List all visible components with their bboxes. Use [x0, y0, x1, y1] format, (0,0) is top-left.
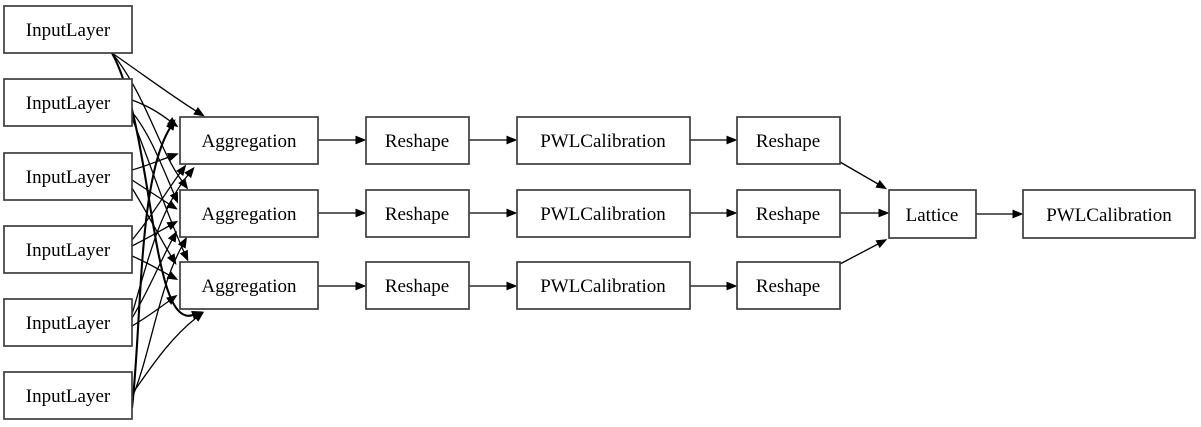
node-reshape-in-2-box	[365, 189, 470, 238]
edge-input5-aggregation2	[131, 230, 178, 319]
node-reshape-out-3-label: Reshape	[756, 276, 820, 297]
edge-input4-aggregation3	[131, 255, 179, 281]
node-reshape-out-3-box	[736, 261, 841, 310]
node-input-3-box	[3, 152, 133, 201]
node-aggregation-1-label: Aggregation	[202, 131, 297, 152]
node-reshape-out-2-box	[736, 189, 841, 238]
node-reshape-out-2: Reshape	[736, 189, 841, 238]
node-input-6-box	[3, 371, 133, 420]
node-reshape-out-1-label: Reshape	[756, 131, 820, 152]
edge-input2-aggregation3	[131, 117, 189, 262]
node-pwl-calibration-2: PWLCalibration	[516, 189, 691, 238]
edges-input-to-aggregation	[111, 52, 205, 409]
edge-input6-aggregation1	[130, 119, 176, 409]
node-pwl-calibration-1-box	[516, 116, 691, 165]
node-reshape-out-1-box	[736, 116, 841, 165]
node-lattice-box	[888, 189, 977, 239]
node-input-5: InputLayer	[3, 298, 133, 347]
node-input-4-label: InputLayer	[26, 240, 111, 261]
edge-input1-aggregation1	[111, 52, 205, 117]
node-input-4-box	[3, 225, 133, 274]
edge-input3-aggregation3	[131, 187, 177, 265]
node-aggregation-1: Aggregation	[179, 116, 319, 165]
edge-reshapeout1-lattice	[839, 161, 888, 190]
node-reshape-in-3-box	[365, 261, 470, 310]
edge-input5-aggregation3	[131, 294, 178, 327]
node-input-2-box	[3, 78, 133, 127]
node-input-2-label: InputLayer	[26, 93, 111, 114]
node-aggregation-3-label: Aggregation	[202, 276, 297, 297]
node-input-6-label: InputLayer	[26, 386, 111, 407]
node-reshape-out-1: Reshape	[736, 116, 841, 165]
node-reshape-in-1: Reshape	[365, 116, 470, 165]
node-input-1: InputLayer	[3, 5, 133, 54]
node-pwl-calibration-2-box	[516, 189, 691, 238]
node-input-4: InputLayer	[3, 225, 133, 274]
node-input-1-box	[3, 5, 133, 54]
edge-input6-aggregation3	[131, 311, 205, 395]
node-input-3: InputLayer	[3, 152, 133, 201]
node-pwl-calibration-2-label: PWLCalibration	[540, 204, 666, 225]
node-reshape-in-1-box	[365, 116, 470, 165]
node-aggregation-2: Aggregation	[179, 189, 319, 238]
node-pwl-calibration-output-box	[1022, 189, 1196, 239]
node-reshape-in-3-label: Reshape	[385, 276, 449, 297]
edge-input2-aggregation2	[131, 111, 179, 204]
node-input-2: InputLayer	[3, 78, 133, 127]
node-lattice: Lattice	[888, 189, 977, 239]
node-input-5-box	[3, 298, 133, 347]
node-pwl-calibration-1: PWLCalibration	[516, 116, 691, 165]
node-reshape-in-1-label: Reshape	[385, 131, 449, 152]
node-pwl-calibration-3-label: PWLCalibration	[540, 276, 666, 297]
edge-input1-aggregation2	[111, 52, 189, 190]
node-pwl-calibration-3: PWLCalibration	[516, 261, 691, 310]
edge-reshapeout3-lattice	[839, 239, 888, 265]
node-pwl-calibration-output-label: PWLCalibration	[1046, 205, 1172, 226]
node-input-5-label: InputLayer	[26, 313, 111, 334]
edge-input2-aggregation1	[131, 99, 179, 128]
edge-input3-aggregation2	[131, 179, 178, 210]
node-reshape-out-3: Reshape	[736, 261, 841, 310]
node-lattice-label: Lattice	[906, 205, 959, 226]
edge-input4-aggregation2	[131, 220, 179, 247]
node-aggregation-2-box	[179, 189, 319, 238]
edge-input3-aggregation1	[131, 153, 179, 171]
node-aggregation-3: Aggregation	[179, 261, 319, 310]
node-aggregation-2-label: Aggregation	[202, 204, 297, 225]
node-aggregation-3-box	[179, 261, 319, 310]
node-pwl-calibration-1-label: PWLCalibration	[540, 131, 666, 152]
node-pwl-calibration-output: PWLCalibration	[1022, 189, 1196, 239]
node-reshape-in-2: Reshape	[365, 189, 470, 238]
node-reshape-out-2-label: Reshape	[756, 204, 820, 225]
node-input-6: InputLayer	[3, 371, 133, 420]
node-pwl-calibration-3-box	[516, 261, 691, 310]
node-input-1-label: InputLayer	[26, 20, 111, 41]
edge-input4-aggregation1	[131, 164, 187, 241]
node-input-3-label: InputLayer	[26, 167, 111, 188]
node-reshape-in-2-label: Reshape	[385, 204, 449, 225]
node-aggregation-1-box	[179, 116, 319, 165]
edges-pipeline	[318, 135, 1024, 291]
node-reshape-in-3: Reshape	[365, 261, 470, 310]
